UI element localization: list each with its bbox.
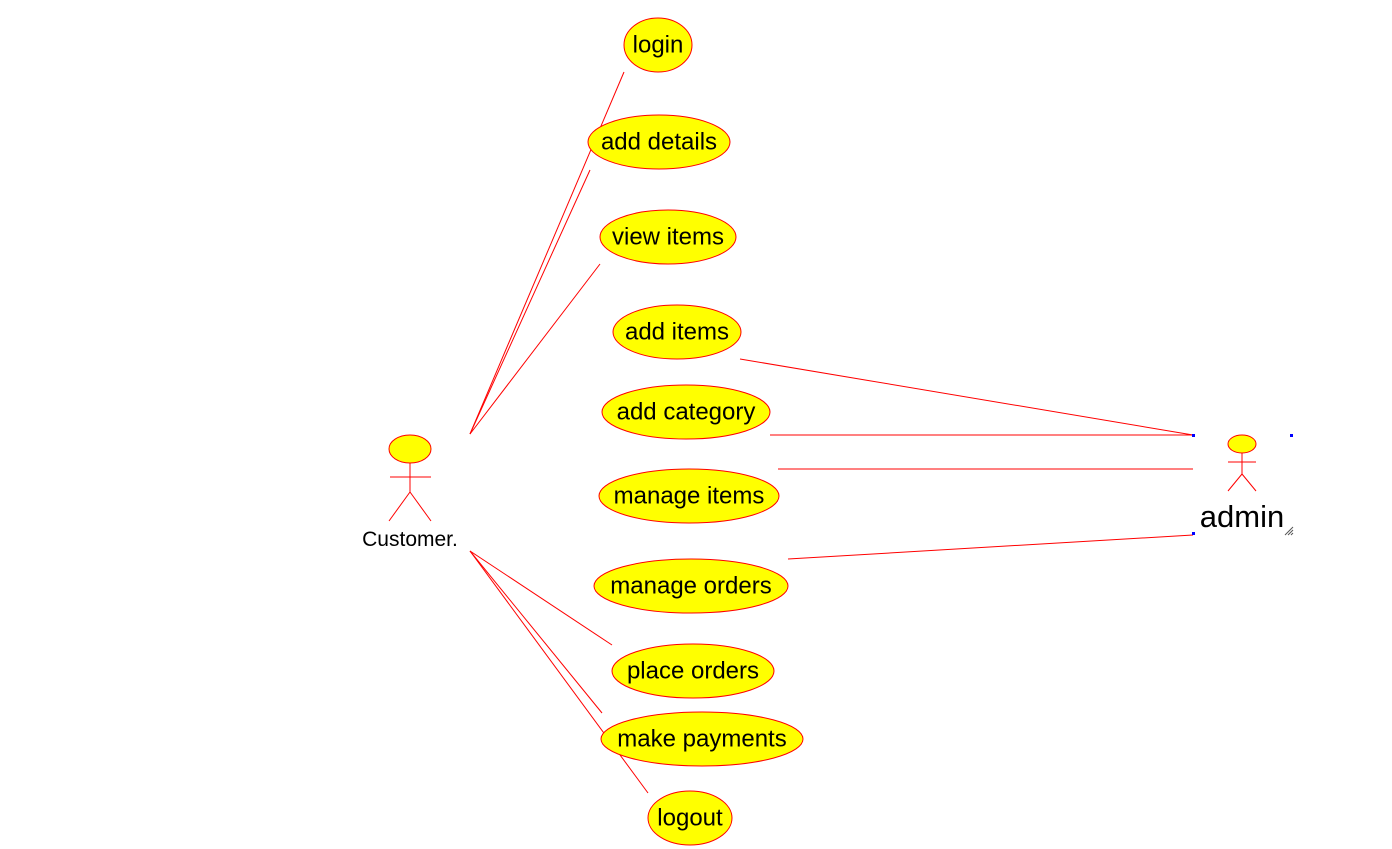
association-admin-manage-orders[interactable] xyxy=(787,534,1194,560)
association-admin-add-items[interactable] xyxy=(739,358,1194,436)
use-case-add-details[interactable]: add details xyxy=(587,114,731,170)
selection-handle[interactable] xyxy=(1192,532,1195,535)
use-case-label: add items xyxy=(625,319,729,346)
selection-handle[interactable] xyxy=(1192,434,1195,437)
selection-handles[interactable] xyxy=(1192,434,1293,535)
use-case-label: login xyxy=(633,32,684,59)
use-case-place-orders[interactable]: place orders xyxy=(611,643,775,699)
actor-label: admin xyxy=(1200,499,1284,534)
association-customer-place-orders[interactable] xyxy=(469,550,613,646)
use-case-label: place orders xyxy=(627,658,759,685)
actor-label: Customer. xyxy=(362,528,458,551)
use-case-label: manage orders xyxy=(610,573,771,600)
use-case-label: manage items xyxy=(614,483,765,510)
use-case-label: add details xyxy=(601,129,717,156)
use-case-manage-items[interactable]: manage items xyxy=(598,468,780,524)
use-cases: login add details view items add items a… xyxy=(587,17,804,846)
use-case-label: view items xyxy=(612,224,724,251)
resize-grip-icon[interactable] xyxy=(1284,526,1294,536)
use-case-login[interactable]: login xyxy=(623,17,693,73)
stick-figure-icon xyxy=(388,434,432,522)
association-customer-view-items[interactable] xyxy=(469,263,601,435)
use-case-label: add category xyxy=(617,399,756,426)
use-case-manage-orders[interactable]: manage orders xyxy=(593,558,789,614)
use-case-add-items[interactable]: add items xyxy=(612,304,742,360)
association-customer-add-details[interactable] xyxy=(469,169,591,435)
use-case-view-items[interactable]: view items xyxy=(599,209,737,265)
associations xyxy=(469,71,1194,794)
use-case-make-payments[interactable]: make payments xyxy=(600,711,804,767)
association-customer-make-payments[interactable] xyxy=(469,550,603,714)
use-case-label: make payments xyxy=(617,726,786,753)
actor-admin[interactable]: admin xyxy=(1192,434,1294,536)
use-case-add-category[interactable]: add category xyxy=(601,384,771,440)
actor-customer[interactable]: Customer. xyxy=(362,434,458,551)
use-case-label: logout xyxy=(657,805,723,832)
stick-figure-icon xyxy=(1227,434,1257,492)
selection-handle[interactable] xyxy=(1290,434,1293,437)
use-case-logout[interactable]: logout xyxy=(647,790,733,846)
